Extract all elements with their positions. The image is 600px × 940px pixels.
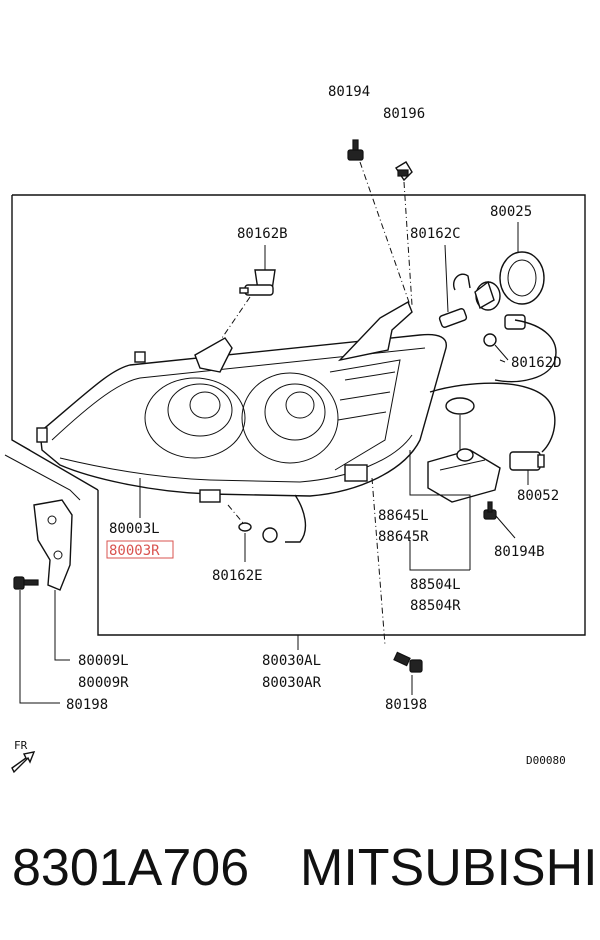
label-80009R: 80009R: [78, 675, 129, 691]
bolt-80194B[interactable]: [483, 501, 497, 520]
clip-80196[interactable]: [395, 161, 413, 182]
cap-80025[interactable]: [499, 251, 545, 305]
grommet-80162E[interactable]: [238, 522, 252, 532]
label-80194: 80194: [328, 84, 370, 100]
label-88645R: 88645R: [378, 529, 429, 545]
label-fr: FR: [14, 739, 28, 752]
label-88504L: 88504L: [410, 577, 461, 593]
label-80009L: 80009L: [78, 653, 129, 669]
label-80030AR: 80030AR: [262, 675, 322, 691]
footer: 8301A706 MITSUBISHI: [0, 808, 600, 928]
label-80003R[interactable]: 80003R: [109, 543, 160, 559]
label-80198-right: 80198: [385, 697, 427, 713]
label-80025: 80025: [490, 204, 532, 220]
label-80162D: 80162D: [511, 355, 562, 371]
highlight-box-80003R: [106, 540, 174, 559]
label-80030AL: 80030AL: [262, 653, 321, 669]
label-80194B: 80194B: [494, 544, 545, 560]
bulb-socket[interactable]: [474, 280, 526, 330]
bulb-80162C[interactable]: [438, 273, 471, 328]
label-80162B: 80162B: [237, 226, 288, 242]
bracket-frame: [4, 439, 81, 501]
headlamp-assembly[interactable]: [36, 300, 447, 543]
brand-name: MITSUBISHI: [300, 839, 598, 897]
label-80052: 80052: [517, 488, 559, 504]
bolt-80194[interactable]: [347, 139, 364, 161]
label-80003L: 80003L: [109, 521, 160, 537]
label-88645L: 88645L: [378, 508, 429, 524]
bolt-80198-left[interactable]: [13, 576, 39, 590]
label-80196: 80196: [383, 106, 425, 122]
label-88504R: 88504R: [410, 598, 461, 614]
bulb-80162B[interactable]: [239, 269, 276, 296]
bolt-80198-right[interactable]: [393, 651, 423, 673]
label-80162C: 80162C: [410, 226, 461, 242]
front-arrow-icon: [11, 751, 36, 774]
label-80198-left: 80198: [66, 697, 108, 713]
connector-80052[interactable]: [509, 451, 545, 471]
parts-diagram: 80194 80196 80025 80162B 80162C 80162D 8…: [4, 84, 586, 774]
diagram-code: D00080: [526, 754, 566, 767]
ballast-88645[interactable]: [427, 448, 501, 503]
part-number: 8301A706: [12, 839, 250, 897]
bracket-80009[interactable]: [33, 499, 73, 591]
label-80162E: 80162E: [212, 568, 263, 584]
